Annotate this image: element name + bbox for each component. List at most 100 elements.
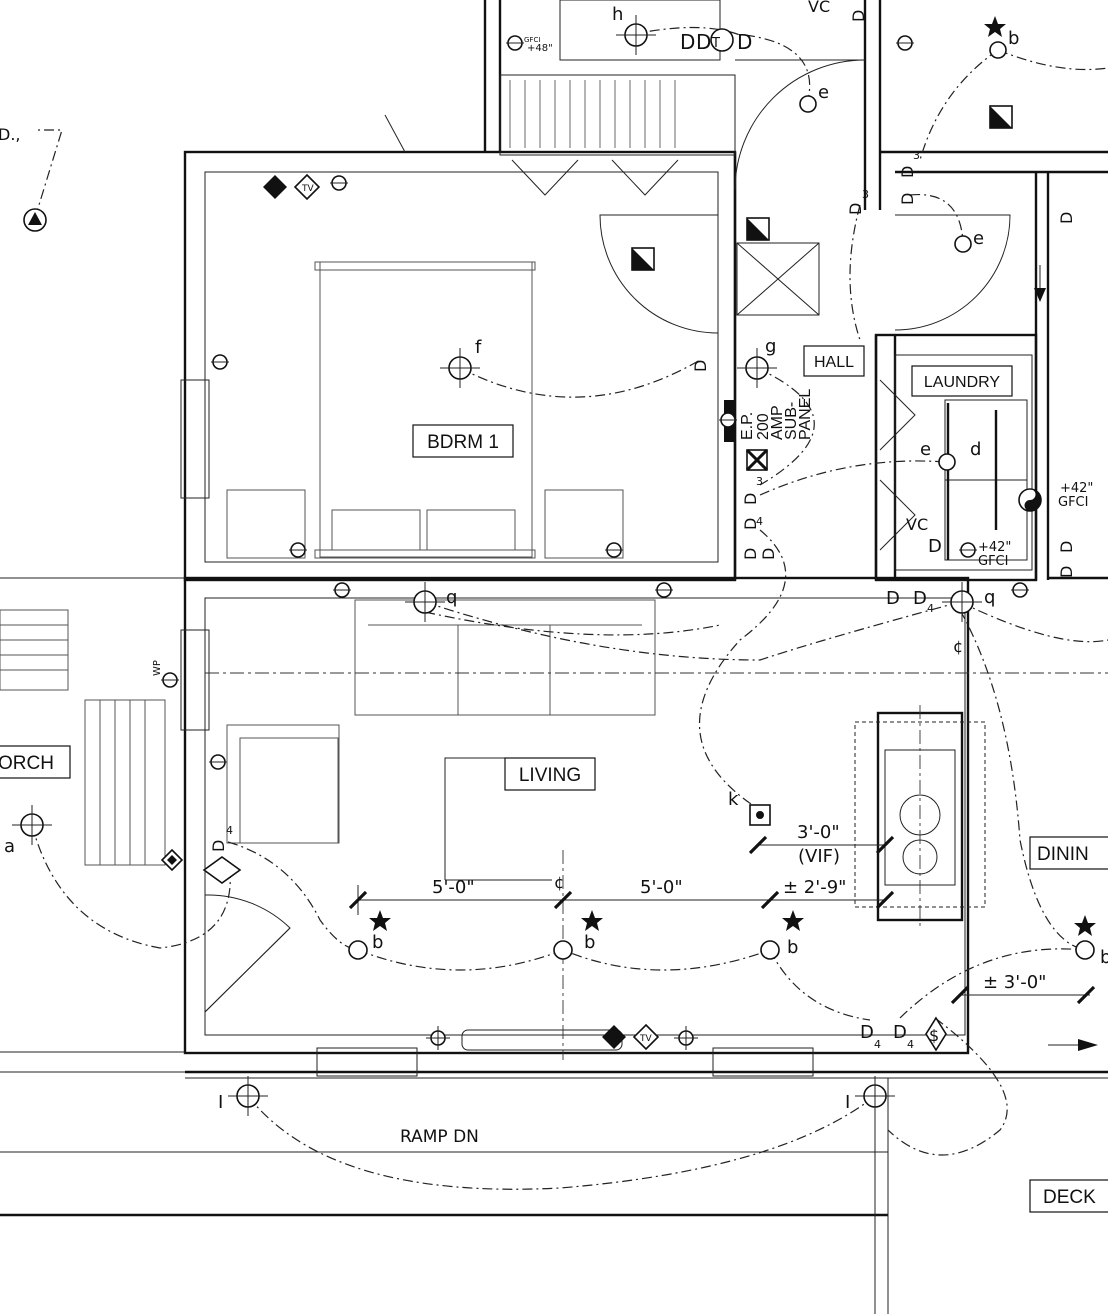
room-label-bedroom: BDRM 1	[427, 432, 499, 453]
dimension-2ft9: ± 2'-9"	[783, 877, 846, 898]
panel-label: E.P. 200 AMP SUB- PANEL	[739, 389, 814, 440]
svg-text:4: 4	[756, 515, 763, 528]
dimension-labels: 5'-0" 5'-0" ± 2'-9" 3'-0" (VIF) ± 3'-0"	[432, 822, 1046, 993]
gfci-labels: GFCI +48" +42" GFCI +42" GFCI	[524, 36, 1093, 569]
circuits	[31, 26, 1108, 1190]
svg-text:D: D	[737, 30, 752, 54]
svg-text:q: q	[984, 587, 995, 608]
svg-text:D: D	[928, 536, 942, 557]
light-fixture-h	[616, 15, 656, 55]
light-fixture-a	[12, 805, 52, 845]
svg-text:4: 4	[226, 824, 233, 837]
light-fixture-i-west	[228, 1076, 268, 1116]
svg-text:D: D	[849, 10, 868, 22]
dimension-vif: (VIF)	[798, 846, 840, 867]
svg-text:h: h	[612, 4, 623, 25]
svg-text:D: D	[759, 548, 778, 560]
dimension-3ft-b: ± 3'-0"	[983, 972, 1046, 993]
svg-text:D: D	[691, 360, 710, 372]
fixture-tags: f g q q h a I I b b b b b e e e d k VC V…	[4, 0, 1108, 1113]
svg-text:b: b	[787, 937, 798, 958]
svg-text:e: e	[920, 439, 931, 460]
centerline-symbol-b: ¢	[953, 637, 963, 656]
svg-text:4: 4	[907, 1038, 914, 1051]
svg-text:I: I	[218, 1092, 223, 1113]
downlight-b2	[553, 940, 573, 960]
doors	[204, 59, 1011, 1013]
svg-text:I: I	[845, 1092, 850, 1113]
room-labels: BDRM 1 LIVING HALL LAUNDRY ORCH DININ DE…	[0, 345, 1108, 1213]
downlight-e3	[938, 453, 956, 471]
gfci-label-laundry: GFCI	[978, 554, 1008, 569]
room-label-hall: HALL	[814, 354, 854, 371]
svg-text:D: D	[696, 30, 711, 54]
svg-text:D: D	[846, 203, 865, 215]
gfci-height-laundry: +42"	[978, 540, 1011, 555]
downlight-b1	[348, 940, 368, 960]
data-tv-icons	[160, 28, 1042, 1052]
tv-label-living: TV	[639, 1034, 652, 1044]
wp-note: WP	[152, 660, 163, 676]
room-label-living: LIVING	[519, 765, 581, 786]
svg-text:T: T	[711, 36, 720, 51]
gfci-height-top: +48"	[527, 43, 553, 54]
svg-text:D: D	[680, 30, 695, 54]
notes: RAMP DN D., WP TV TV ¢ ¢	[0, 125, 963, 1147]
downlight-b4	[1075, 940, 1095, 960]
svg-text:200: 200	[755, 413, 772, 440]
svg-text:D: D	[209, 840, 228, 852]
centerline-symbol-a: ¢	[554, 873, 564, 892]
speaker-k	[749, 804, 771, 826]
svg-text:D: D	[741, 548, 760, 560]
furniture	[0, 80, 1028, 922]
dimension-5ft-b: 5'-0"	[640, 877, 683, 898]
room-label-porch: ORCH	[0, 753, 54, 774]
svg-text:3: 3	[913, 149, 920, 162]
dimension-3ft: 3'-0"	[797, 822, 840, 843]
room-label-dining: DININ	[1037, 844, 1089, 865]
exhaust-fan-icons	[631, 105, 1013, 472]
svg-text:D: D	[741, 493, 760, 505]
svg-text:SUB-: SUB-	[783, 402, 800, 440]
svg-text:a: a	[4, 836, 15, 857]
light-fixture-i-east	[855, 1076, 895, 1116]
tv-label-bedroom: TV	[301, 184, 314, 194]
svg-text:d: d	[970, 439, 981, 460]
gfci-label-right: GFCI	[1058, 495, 1088, 510]
centerlines	[205, 672, 1108, 1060]
svg-text:VC: VC	[906, 515, 928, 534]
ceiling-fixtures	[12, 15, 1095, 1116]
light-fixture-q2	[942, 582, 982, 622]
svg-text:k: k	[728, 789, 739, 810]
svg-text:D: D	[913, 588, 927, 609]
arrow-icons	[1034, 265, 1098, 1051]
svg-text:D: D	[741, 518, 760, 530]
svg-text:D: D	[898, 166, 917, 178]
ramp-note: RAMP DN	[400, 1127, 479, 1147]
receptacle-icons	[161, 35, 1029, 1050]
smoke-detector	[23, 208, 47, 232]
svg-text:D: D	[1057, 566, 1076, 578]
downlight-b5	[989, 41, 1007, 59]
svg-text:b: b	[1008, 28, 1019, 49]
svg-text:D: D	[1057, 541, 1076, 553]
svg-text:g: g	[765, 336, 776, 357]
svg-text:D: D	[1057, 212, 1076, 224]
svg-text:AMP: AMP	[769, 405, 786, 440]
svg-text:D: D	[893, 1022, 907, 1043]
light-fixture-f	[440, 348, 480, 388]
gfci-height-right: +42"	[1060, 481, 1093, 496]
svg-text:D: D	[860, 1022, 874, 1043]
room-label-deck: DECK	[1043, 1187, 1096, 1208]
svg-text:3: 3	[862, 188, 869, 201]
svg-text:3: 3	[756, 475, 763, 488]
star-icons	[369, 16, 1096, 936]
dimension-lines	[348, 757, 1096, 1005]
gfci-label-top: GFCI	[524, 36, 540, 44]
svg-text:q: q	[446, 587, 457, 608]
svg-text:$: $	[929, 1026, 939, 1045]
switch-icons: D D D D D 4 D D 4 D 4 D D D D D 3 4 D D …	[209, 10, 1076, 1051]
svg-text:D: D	[898, 193, 917, 205]
svg-text:b: b	[1100, 947, 1108, 968]
